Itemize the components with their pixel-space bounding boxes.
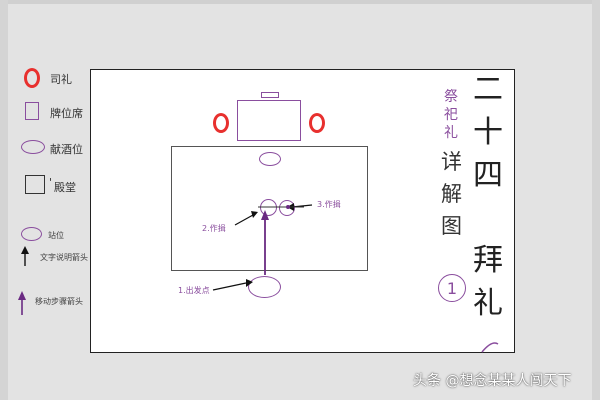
- title-mid-char: 详: [441, 150, 462, 174]
- title-sub-char: 祀: [444, 107, 458, 123]
- title-sub-char: 祭: [444, 89, 458, 105]
- title-mid-char: 图: [441, 214, 462, 238]
- title-main-top: 二 十 四: [473, 75, 503, 204]
- legend-tablet-seat-label: 牌位席: [50, 107, 83, 120]
- legend-text-arrow-icon: [21, 246, 29, 266]
- window-frame-top: [0, 0, 600, 4]
- hall-symbol: [25, 175, 45, 194]
- legend-hall-mark: ': [49, 176, 53, 189]
- tablet-seat-symbol: [25, 102, 39, 120]
- wine-offering-position: [259, 152, 281, 166]
- annotation-step3: 3.作揖: [317, 200, 341, 209]
- bow-line: [258, 205, 304, 209]
- title-number: 1: [446, 278, 458, 298]
- title-mid-char: 解: [441, 182, 462, 206]
- legend-hall-label: 殿堂: [54, 181, 76, 194]
- title-main-bottom: 拜 礼: [473, 246, 503, 332]
- title-number-badge: 1: [438, 274, 466, 302]
- legend-wine-offering-label: 献酒位: [50, 143, 83, 156]
- text-arrow-step2: [234, 211, 258, 226]
- tablet-top: [261, 92, 279, 98]
- tablet-seat: [237, 100, 301, 141]
- window-frame-right: [592, 0, 600, 400]
- title-char: 二: [473, 72, 503, 107]
- window-frame-left: [0, 0, 8, 400]
- legend-movement-arrow-label: 移动步骤箭头: [35, 297, 83, 306]
- text-arrow-step1: [212, 279, 253, 291]
- annotation-step2: 2.作揖: [202, 224, 226, 233]
- corner-fold-mark: [481, 342, 499, 353]
- title-char: 四: [473, 158, 503, 193]
- wine-offering-symbol: [21, 140, 45, 154]
- title-mid: 详 解 图: [441, 152, 462, 248]
- title-sub-char: 礼: [444, 125, 458, 141]
- movement-arrow: [261, 210, 269, 275]
- diagram-canvas: 2.作揖 3.作揖 1.出发点: [90, 69, 515, 353]
- legend-text-arrow-label: 文字说明箭头: [40, 253, 88, 262]
- title-sub: 祭 祀 礼: [444, 90, 458, 144]
- officiant-left: [213, 113, 229, 133]
- legend-standing-position-label: 站位: [48, 231, 64, 240]
- legend-movement-arrow-icon: [18, 291, 26, 315]
- title-char: 拜: [473, 243, 503, 278]
- hall-outline: [171, 146, 368, 271]
- title-char: 礼: [473, 286, 503, 321]
- start-position: [248, 276, 281, 298]
- officiant-right: [309, 113, 325, 133]
- officiant-symbol: [24, 68, 40, 88]
- legend-officiant-label: 司礼: [50, 73, 72, 86]
- title-char: 十: [473, 115, 503, 150]
- watermark: 头条 @想念某某人闯天下: [413, 373, 572, 389]
- standing-position-symbol: [21, 227, 42, 241]
- annotation-step1: 1.出发点: [178, 286, 210, 295]
